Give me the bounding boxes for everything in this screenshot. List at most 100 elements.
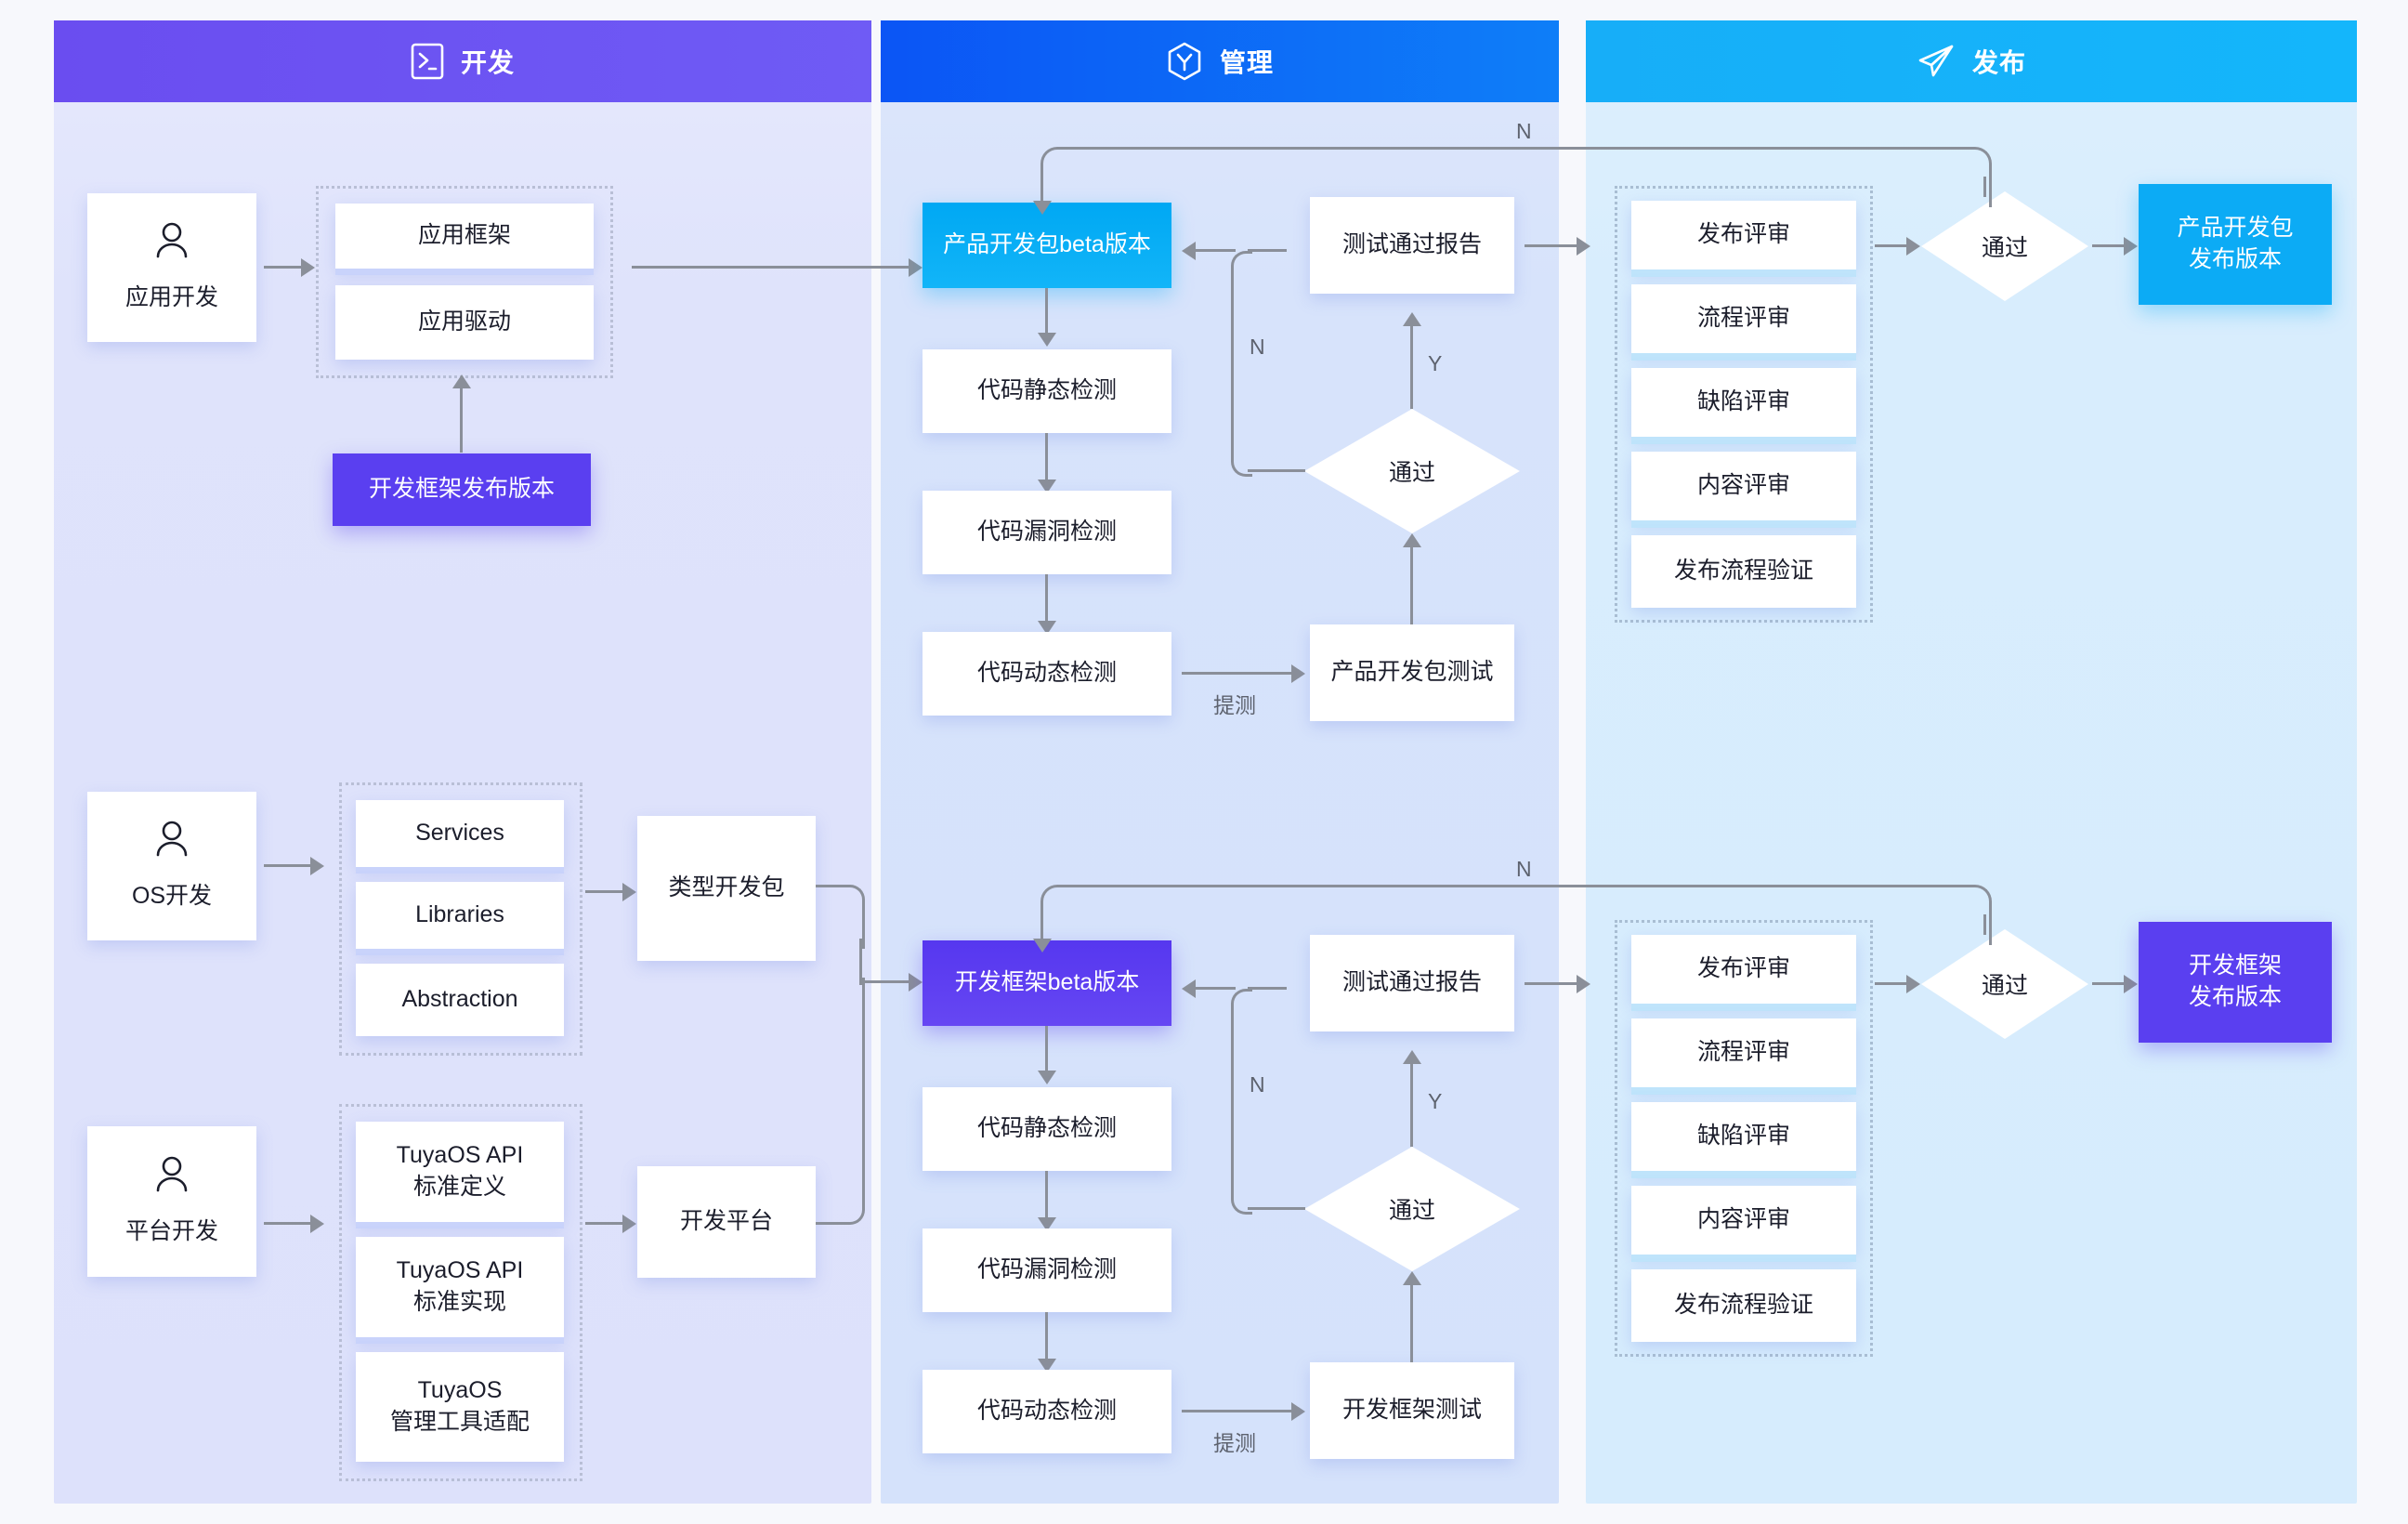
- edge-merge-arrow: [909, 973, 923, 992]
- edge-big-n-loop-bottom: [1040, 885, 1992, 945]
- node-product-beta[interactable]: 产品开发包beta版本: [923, 203, 1171, 288]
- edge-label-n-top: N: [1516, 119, 1532, 143]
- edge-decision-to-result-bottom-arrow: [2124, 975, 2138, 993]
- edge-big-n-loop-top: [1040, 147, 1992, 207]
- node-test-report-bottom[interactable]: 测试通过报告: [1310, 935, 1514, 1031]
- node-tuyaos-api-def[interactable]: TuyaOS API 标准定义: [356, 1122, 564, 1222]
- node-release-validation-bottom[interactable]: 发布流程验证: [1631, 1269, 1856, 1342]
- node-dev-platform[interactable]: 开发平台: [637, 1166, 816, 1278]
- node-framework-beta[interactable]: 开发框架beta版本: [923, 940, 1171, 1026]
- edge-beta-down-2-arrow: [1038, 1071, 1056, 1084]
- node-tuyaos-api-impl[interactable]: TuyaOS API 标准实现: [356, 1237, 564, 1337]
- stack-divider: [335, 269, 594, 275]
- node-abstraction[interactable]: Abstraction: [356, 964, 564, 1036]
- node-framework-test[interactable]: 开发框架测试: [1310, 1362, 1514, 1459]
- edge-submit-test-top: [1182, 672, 1295, 675]
- hexagon-y-icon: [1166, 42, 1203, 81]
- decision-release-pass-top[interactable]: 通过: [1921, 191, 2088, 301]
- edge-platformdev-to-group: [264, 1222, 312, 1225]
- edge-appdev-arrow: [301, 258, 315, 277]
- decision-release-pass-top-label: 通过: [1981, 235, 2028, 261]
- stack-divider: [356, 949, 564, 955]
- edge-test-up-bottom-arrow: [1403, 1271, 1421, 1285]
- node-content-review-top[interactable]: 内容评审: [1631, 452, 1856, 520]
- decision-pass-bottom[interactable]: 通过: [1304, 1147, 1520, 1271]
- actor-os-dev-label: OS开发: [131, 883, 213, 909]
- edge-label-n-inner-top: N: [1250, 335, 1265, 359]
- node-process-review-bottom[interactable]: 流程评审: [1631, 1018, 1856, 1087]
- edge-beta-down-2: [1045, 1026, 1048, 1071]
- edge-n-loop-top-h1: [1248, 469, 1305, 472]
- decision-release-pass-bottom-label: 通过: [1981, 973, 2028, 999]
- decision-pass-bottom-label: 通过: [1388, 1198, 1435, 1224]
- node-release-review-bottom[interactable]: 发布评审: [1631, 935, 1856, 1004]
- node-release-validation-top[interactable]: 发布流程验证: [1631, 535, 1856, 608]
- stack-divider: [1631, 437, 1856, 444]
- edge-appdev-to-appgroup: [264, 266, 303, 269]
- node-app-driver[interactable]: 应用驱动: [335, 285, 594, 360]
- stack-divider: [1631, 1087, 1856, 1095]
- edge-reviews-to-decision-top-arrow: [1906, 237, 1920, 256]
- edge-submit-test-bottom-arrow: [1291, 1402, 1305, 1421]
- actor-os-dev[interactable]: OS开发: [87, 792, 256, 940]
- edge-static-down-top-arrow: [1038, 480, 1056, 493]
- edge-test-up-top-arrow: [1403, 533, 1421, 547]
- edge-platformgroup-arrow: [622, 1215, 636, 1233]
- edge-merge-to-beta: [859, 980, 910, 983]
- actor-platform-dev[interactable]: 平台开发: [87, 1126, 256, 1277]
- node-services[interactable]: Services: [356, 800, 564, 867]
- edge-n-loop-bottom-h1: [1248, 1207, 1305, 1210]
- decision-pass-top[interactable]: 通过: [1304, 409, 1520, 533]
- edge-vuln-down-bottom-arrow: [1038, 1359, 1056, 1373]
- node-type-package[interactable]: 类型开发包: [637, 816, 816, 961]
- edge-osgroup-to-typepkg: [585, 890, 624, 893]
- edge-decision-to-result-top-arrow: [2124, 237, 2138, 256]
- edge-report-to-release-bottom-arrow: [1577, 975, 1590, 993]
- edge-decision-to-result-top: [2092, 244, 2127, 247]
- edge-big-n-loop-top-arrow: [1033, 201, 1052, 215]
- node-content-review-bottom[interactable]: 内容评审: [1631, 1186, 1856, 1255]
- edge-n-loop-bottom-elbow: [1231, 989, 1252, 1215]
- edge-n-loop-top-h2: [1248, 249, 1287, 252]
- actor-platform-dev-label: 平台开发: [124, 1218, 218, 1244]
- node-vuln-check-bottom[interactable]: 代码漏洞检测: [923, 1228, 1171, 1312]
- decision-release-pass-bottom[interactable]: 通过: [1921, 929, 2088, 1039]
- node-static-check-top[interactable]: 代码静态检测: [923, 349, 1171, 433]
- node-libraries[interactable]: Libraries: [356, 882, 564, 949]
- node-defect-review-bottom[interactable]: 缺陷评审: [1631, 1102, 1856, 1171]
- edge-report-to-release-top-arrow: [1577, 237, 1590, 256]
- actor-app-dev[interactable]: 应用开发: [87, 193, 256, 342]
- edge-test-up-top: [1410, 545, 1413, 624]
- edge-vuln-down-bottom: [1045, 1312, 1048, 1359]
- lane-mgmt-title: 管理: [1219, 48, 1274, 77]
- edge-big-n-loop-top-tail: [1983, 177, 1986, 197]
- stack-divider: [1631, 269, 1856, 277]
- edge-reviews-to-decision-bottom-arrow: [1906, 975, 1920, 993]
- node-app-framework[interactable]: 应用框架: [335, 204, 594, 269]
- node-test-report-top[interactable]: 测试通过报告: [1310, 197, 1514, 294]
- node-framework-release-version[interactable]: 开发框架发布版本: [333, 453, 591, 526]
- edge-reviews-to-decision-top: [1875, 244, 1910, 247]
- terminal-icon: [411, 43, 444, 80]
- node-static-check-bottom[interactable]: 代码静态检测: [923, 1087, 1171, 1171]
- node-framework-release-result[interactable]: 开发框架 发布版本: [2139, 922, 2332, 1043]
- edge-static-down-bottom-arrow: [1038, 1217, 1056, 1231]
- edge-n-loop-top-arrow: [1182, 242, 1196, 260]
- node-vuln-check-top[interactable]: 代码漏洞检测: [923, 491, 1171, 574]
- stack-divider: [1631, 1171, 1856, 1178]
- node-product-test[interactable]: 产品开发包测试: [1310, 624, 1514, 721]
- edge-label-y-top: Y: [1428, 351, 1443, 375]
- edge-submit-test-bottom: [1182, 1410, 1295, 1412]
- edge-label-n-bottom: N: [1516, 857, 1532, 881]
- edge-label-submit-bottom: 提测: [1213, 1431, 1256, 1455]
- node-dynamic-check-bottom[interactable]: 代码动态检测: [923, 1370, 1171, 1453]
- node-release-review-top[interactable]: 发布评审: [1631, 201, 1856, 269]
- node-product-release-version[interactable]: 产品开发包 发布版本: [2139, 184, 2332, 305]
- group-release-reviews-top: [1615, 186, 1873, 623]
- node-process-review-top[interactable]: 流程评审: [1631, 284, 1856, 353]
- node-tuyaos-tooling[interactable]: TuyaOS 管理工具适配: [356, 1352, 564, 1462]
- node-defect-review-top[interactable]: 缺陷评审: [1631, 368, 1856, 437]
- node-dynamic-check-top[interactable]: 代码动态检测: [923, 632, 1171, 716]
- edge-merge-vertical: [859, 939, 862, 985]
